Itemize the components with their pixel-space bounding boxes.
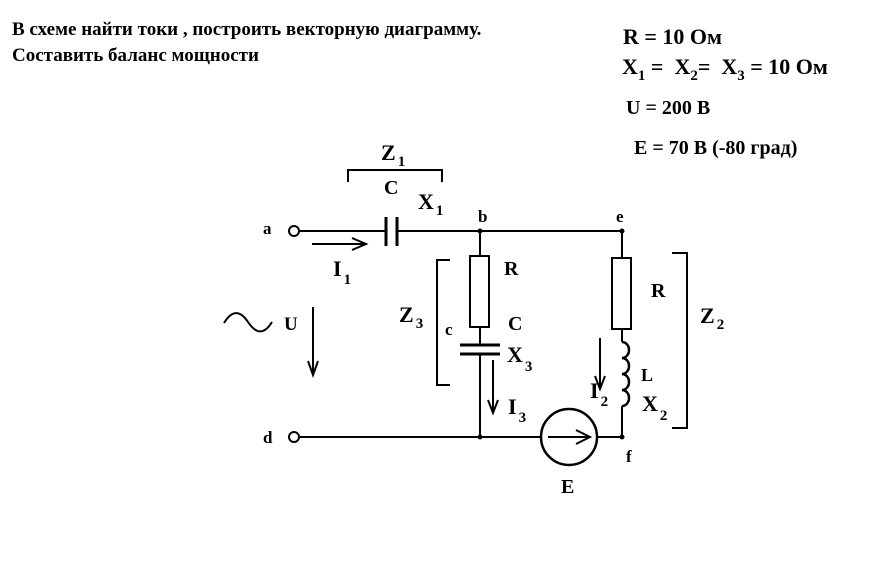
- terminal-d: [288, 431, 300, 443]
- label-e: E: [561, 476, 574, 498]
- label-c1: C: [384, 177, 398, 199]
- junction-e: [619, 228, 625, 234]
- junction-b: [477, 228, 483, 234]
- current-i1-arrow-head: [351, 237, 369, 251]
- node-label-f: f: [626, 447, 632, 466]
- task-line-1: В схеме найти токи , построить векторную…: [12, 19, 482, 40]
- resistor-r3: [469, 255, 490, 328]
- x3-sub: 3: [737, 68, 745, 84]
- junction-f: [619, 434, 625, 440]
- terminal-a: [288, 225, 300, 237]
- emf-source-arrow-head: [575, 429, 593, 445]
- eq-1: =: [650, 54, 664, 79]
- node-label-b: b: [478, 207, 487, 226]
- current-i3-arrow-head: [487, 399, 499, 416]
- bracket-z2: [672, 252, 688, 429]
- x3-symbol: X: [721, 54, 738, 79]
- bracket-z1: [347, 169, 443, 182]
- x2-symbol: X: [674, 54, 691, 79]
- param-r: R = 10 Ом: [623, 24, 723, 49]
- x1-sub: 1: [637, 68, 646, 84]
- x1-symbol: X: [622, 54, 638, 79]
- bracket-z3: [436, 259, 450, 386]
- label-l2: L: [641, 365, 653, 385]
- junction-d-middle: [477, 434, 483, 440]
- ac-symbol: [223, 312, 273, 333]
- node-label-a: a: [263, 219, 272, 238]
- x2-sub: 2: [690, 68, 698, 84]
- param-u: U = 200 В: [626, 97, 711, 119]
- label-u: U: [284, 314, 298, 335]
- label-r2: R: [651, 280, 666, 302]
- node-label-c: c: [445, 320, 453, 339]
- param-e: E = 70 В (-80 град): [634, 137, 798, 159]
- emf-source-circle: [539, 407, 599, 467]
- inductor-l2: [621, 340, 631, 408]
- task-line-2: Составить баланс мощности: [12, 45, 259, 66]
- current-i2-arrow-head: [594, 375, 606, 392]
- voltage-u-arrow-head: [307, 360, 319, 378]
- node-label-d: d: [263, 428, 273, 447]
- resistor-r2: [611, 257, 632, 330]
- label-r3: R: [504, 258, 519, 280]
- x-value: = 10 Ом: [750, 54, 828, 79]
- node-label-e: e: [616, 207, 624, 226]
- label-c3: C: [508, 313, 522, 335]
- param-x-line: X1 = X2= X3 = 10 Ом: [622, 56, 828, 84]
- eq-2: =: [697, 54, 711, 79]
